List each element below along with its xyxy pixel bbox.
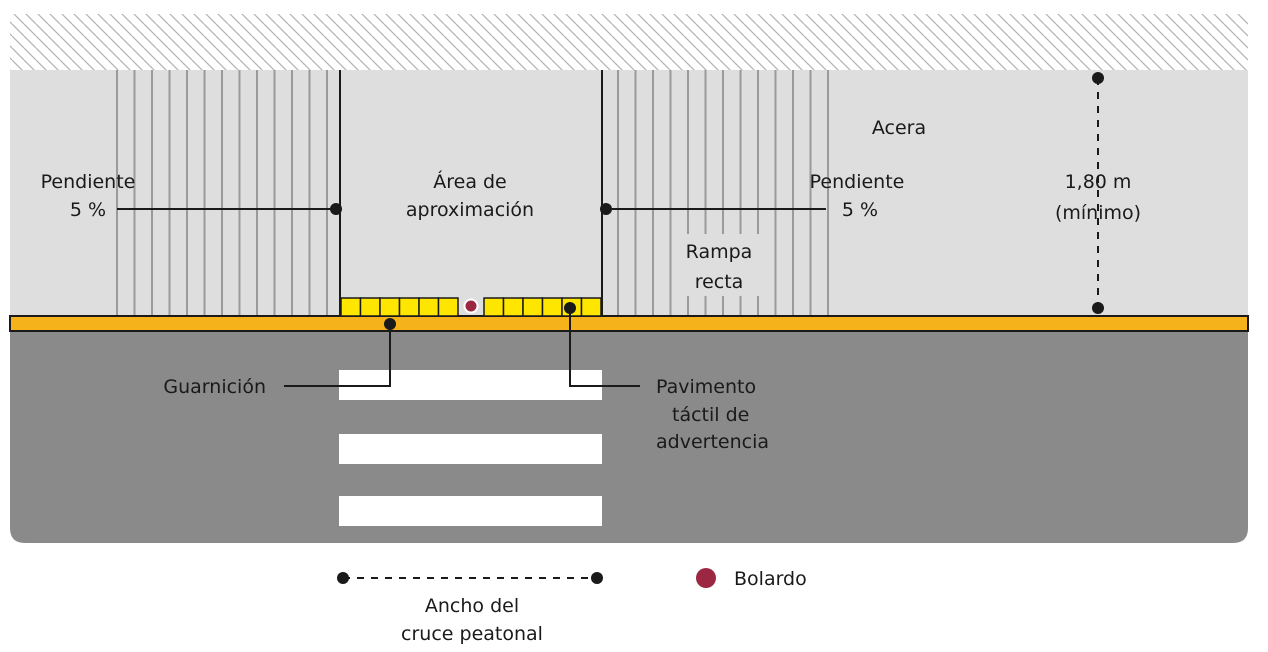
rampa-label-background xyxy=(678,234,762,296)
crosswalk-stripe-3 xyxy=(339,496,602,526)
label-rampa-2: recta xyxy=(695,271,744,293)
legend-crossing-dot-right xyxy=(591,572,603,584)
dot-pendiente-left xyxy=(330,203,342,215)
tactile-tile xyxy=(502,297,524,317)
label-pavimento-3: advertencia xyxy=(656,431,769,453)
label-area-1: Área de xyxy=(433,170,507,193)
legend-crossing-dot-left xyxy=(337,572,349,584)
label-acera: Acera xyxy=(872,117,926,139)
tactile-tile xyxy=(340,297,362,317)
sidewalk-area xyxy=(10,70,1248,316)
curb xyxy=(9,315,1249,332)
tactile-tile xyxy=(483,297,505,317)
label-pendiente-right-1: Pendiente xyxy=(810,171,905,193)
ramp-slope-left xyxy=(116,70,328,316)
tactile-tile xyxy=(541,297,563,317)
road-area xyxy=(10,331,1248,543)
label-pavimento-2: táctil de xyxy=(672,404,749,426)
leader-guarnicion xyxy=(284,324,391,387)
dot-pendiente-right xyxy=(600,203,612,215)
tactile-warning-paving xyxy=(340,297,602,317)
crosswalk-stripe-2 xyxy=(339,434,602,464)
tactile-tile xyxy=(359,297,381,317)
tactile-tile xyxy=(580,297,602,317)
label-pendiente-left-2: 5 % xyxy=(70,199,106,221)
label-pendiente-left-1: Pendiente xyxy=(41,171,136,193)
dot-width-top xyxy=(1092,72,1104,84)
tactile-tile xyxy=(379,297,401,317)
legend-crossing-label-1: Ancho del xyxy=(425,595,519,617)
label-width-1: 1,80 m xyxy=(1065,171,1132,193)
label-area-2: aproximación xyxy=(406,199,534,221)
tactile-tile xyxy=(418,297,440,317)
dot-guarnicion xyxy=(384,318,396,330)
dot-pavimento xyxy=(564,302,576,314)
legend-bollard-label: Bolardo xyxy=(734,568,807,590)
legend-crossing-label-2: cruce peatonal xyxy=(401,623,543,645)
label-pavimento-1: Pavimento xyxy=(656,376,756,398)
tactile-tile xyxy=(398,297,420,317)
bollard xyxy=(463,298,479,314)
legend: Ancho del cruce peatonal Bolardo xyxy=(337,568,807,645)
label-width-2: (mínimo) xyxy=(1055,202,1141,224)
label-rampa-1: Rampa xyxy=(686,241,753,263)
legend-bollard-icon xyxy=(696,568,716,588)
leader-pavimento xyxy=(569,308,640,387)
label-guarnicion: Guarnición xyxy=(163,376,266,398)
label-pendiente-right-2: 5 % xyxy=(842,199,878,221)
dot-width-bottom xyxy=(1092,302,1104,314)
tactile-tile xyxy=(522,297,544,317)
tactile-tile xyxy=(437,297,459,317)
building-hatch xyxy=(10,14,1248,70)
